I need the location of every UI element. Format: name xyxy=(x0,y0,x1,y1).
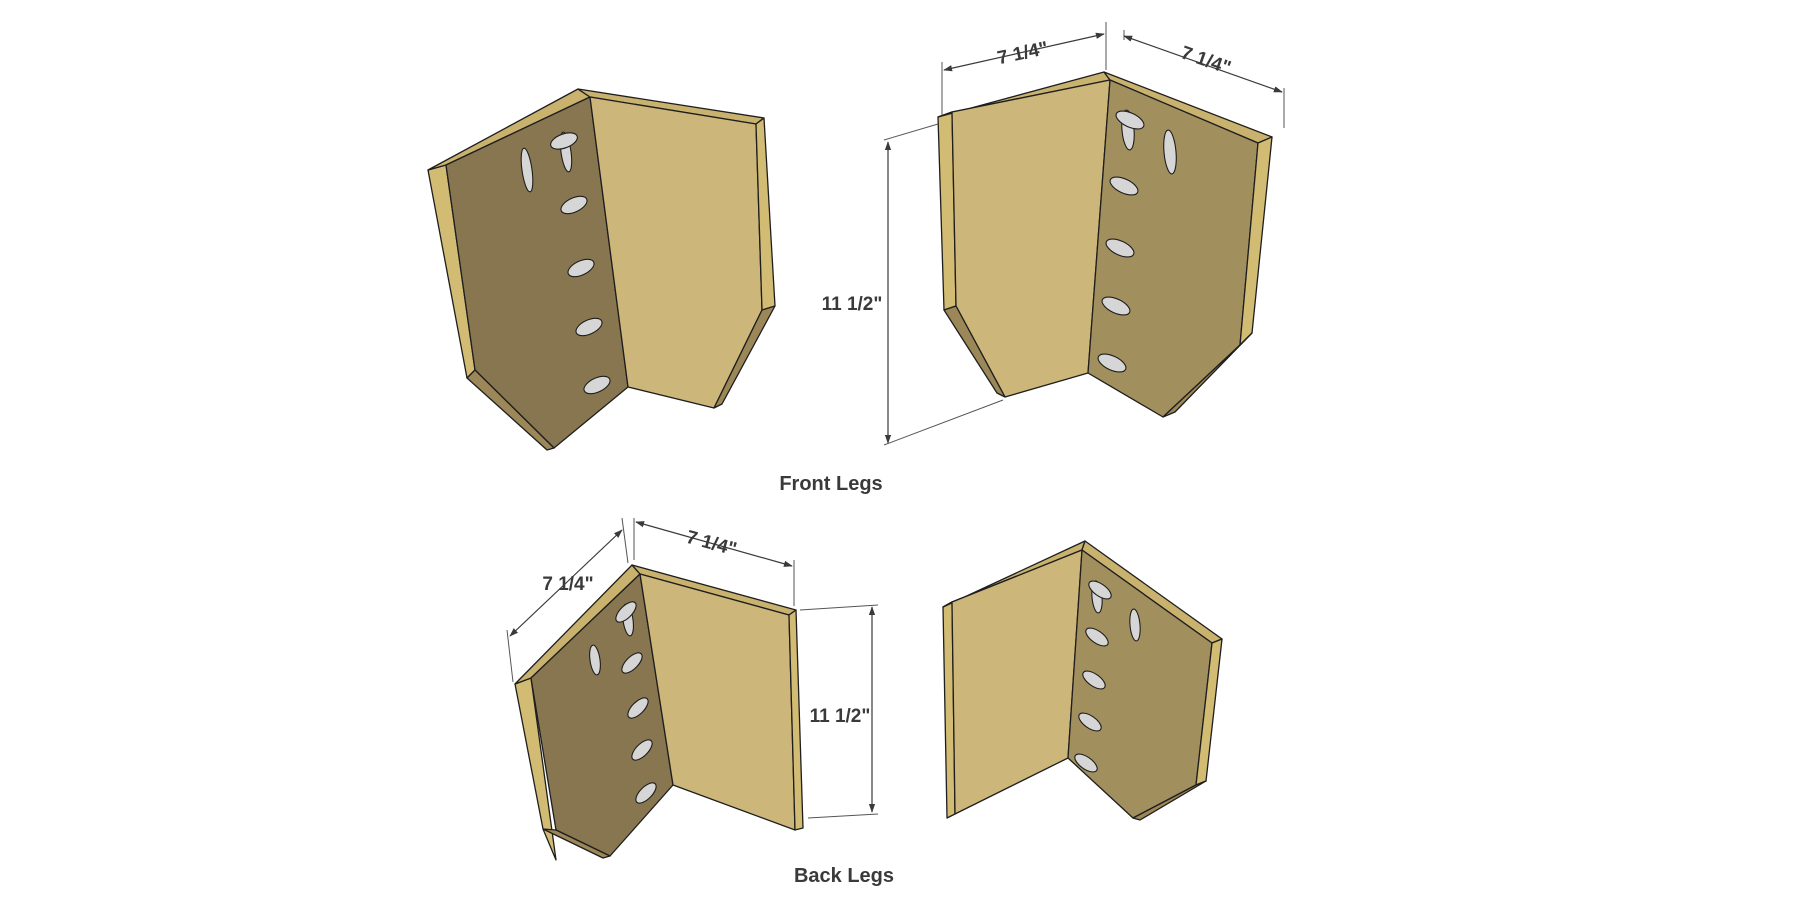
pocket-holes-front-left xyxy=(520,131,611,395)
back-leg-right xyxy=(942,540,1223,821)
pocket-holes-front-right xyxy=(1097,109,1177,373)
back-legs-caption: Back Legs xyxy=(794,865,894,887)
front-legs-caption: Front Legs xyxy=(779,473,882,495)
front-dimension-lines xyxy=(883,22,1285,446)
back-width-left-label: 7 1/4" xyxy=(542,574,593,595)
pocket-holes-back-right xyxy=(1074,580,1141,773)
front-width-right-label: 7 1/4" xyxy=(1178,43,1233,80)
front-leg-right xyxy=(937,71,1273,418)
front-height-label: 11 1/2" xyxy=(822,294,883,315)
front-width-left-label: 7 1/4" xyxy=(996,38,1051,69)
back-dimension-lines xyxy=(506,517,879,819)
front-leg-left xyxy=(427,88,776,451)
back-leg-left xyxy=(514,564,804,861)
back-width-right-label: 7 1/4" xyxy=(684,527,739,561)
back-height-label: 11 1/2" xyxy=(810,706,871,727)
